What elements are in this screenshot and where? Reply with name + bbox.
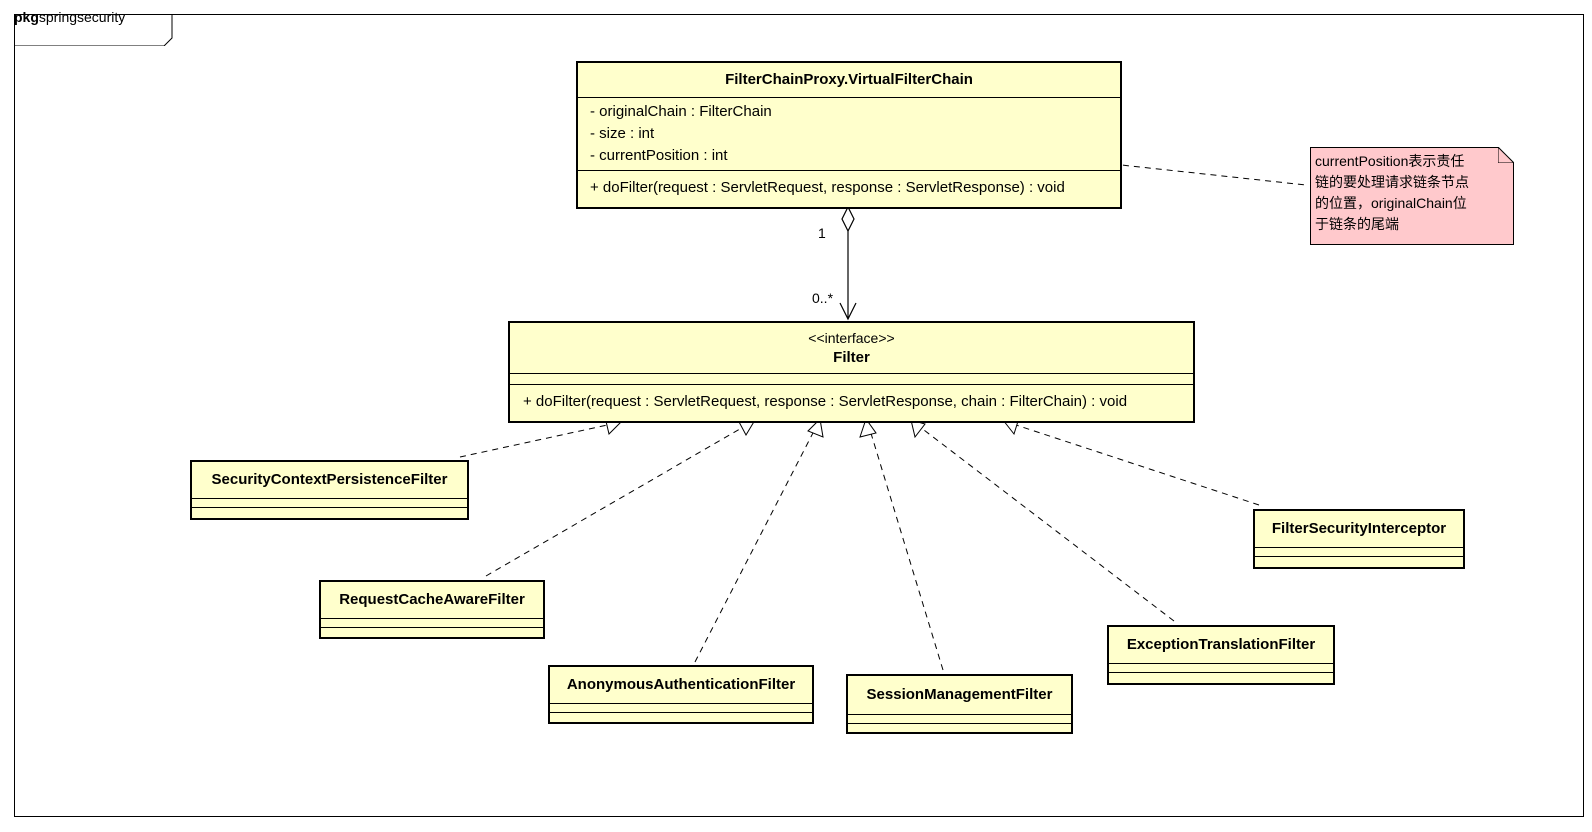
realization-line [459,423,613,458]
note-anchor-line [1111,163,1307,186]
source-multiplicity: 1 [818,225,826,241]
attribute: - size : int [590,125,655,142]
operation: + doFilter(request : ServletRequest, res… [590,179,1065,196]
class-name: Filter [833,349,870,366]
class-name: SessionManagementFilter [866,686,1053,703]
note-line: currentPosition表示责任 [1315,153,1465,169]
request-cache-aware-filter-class[interactable]: RequestCacheAwareFilter [319,580,545,639]
attributes-compartment: - originalChain : FilterChain - size : i… [578,97,1120,170]
filter-interface-class[interactable]: <<interface>> Filter + doFilter(request … [508,321,1195,423]
attribute: - currentPosition : int [590,147,728,164]
class-name: AnonymousAuthenticationFilter [566,676,796,693]
class-name: RequestCacheAwareFilter [339,591,525,608]
class-name: FilterSecurityInterceptor [1271,520,1447,537]
realization-line [1012,423,1260,506]
target-multiplicity: 0..* [812,290,834,306]
virtual-filter-chain-class[interactable]: FilterChainProxy.VirtualFilterChain - or… [576,61,1122,209]
aggregation-diamond-icon [841,205,855,233]
operations-compartment: + doFilter(request : ServletRequest, res… [578,170,1120,199]
realization-arrowhead-icon [807,417,824,438]
operations-compartment: + doFilter(request : ServletRequest, res… [510,384,1193,413]
note-line: 链的要处理请求链条节点 [1315,174,1469,190]
class-name: ExceptionTranslationFilter [1126,636,1316,653]
attributes-compartment [510,373,1193,384]
package-frame [14,14,1584,817]
note-line: 的位置，originalChain位 [1315,195,1467,211]
security-context-persistence-filter-class[interactable]: SecurityContextPersistenceFilter [190,460,469,520]
attribute: - originalChain : FilterChain [590,103,772,120]
stereotype: <<interface>> [808,330,895,346]
realization-line [919,426,1175,622]
note[interactable]: currentPosition表示责任 链的要处理请求链条节点 的位置，orig… [1310,147,1514,245]
realization-line [869,429,944,671]
class-name: FilterChainProxy.VirtualFilterChain [725,71,973,88]
note-fold-icon [1498,147,1514,163]
note-line: 于链条的尾端 [1315,216,1399,232]
filter-security-interceptor-class[interactable]: FilterSecurityInterceptor [1253,509,1465,569]
anonymous-authentication-filter-class[interactable]: AnonymousAuthenticationFilter [548,665,814,724]
package-tab [14,14,173,46]
session-management-filter-class[interactable]: SessionManagementFilter [846,674,1073,734]
navigation-arrowhead-icon [839,302,857,321]
realization-line [485,425,746,577]
operation: + doFilter(request : ServletRequest, res… [523,393,1128,410]
realization-arrowhead-icon [859,417,877,438]
package-title: pkgspringsecurity [14,9,126,25]
realization-line [694,428,816,663]
class-name: SecurityContextPersistenceFilter [211,471,448,488]
exception-translation-filter-class[interactable]: ExceptionTranslationFilter [1107,625,1335,685]
